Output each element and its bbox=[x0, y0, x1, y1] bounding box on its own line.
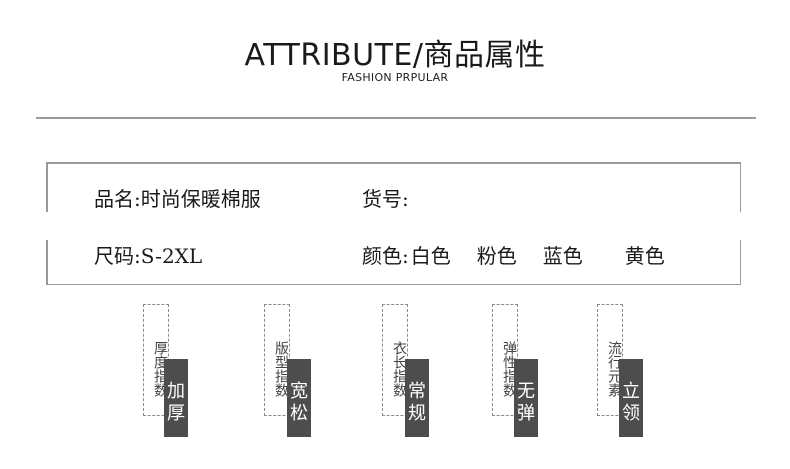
index-value: 常规 bbox=[405, 359, 429, 437]
index-value: 宽松 bbox=[287, 359, 311, 437]
product-code-label: 货号: bbox=[362, 187, 409, 211]
product-name-value: 时尚保暖棉服 bbox=[140, 187, 261, 211]
size-field: 尺码:S-2XL bbox=[94, 240, 202, 269]
index-value: 加厚 bbox=[164, 359, 188, 437]
color-label: 颜色: bbox=[362, 244, 409, 268]
page-title: ATTRIBUTE/商品属性 bbox=[244, 38, 546, 73]
color-field: 颜色:白色 粉色 蓝色 黄色 bbox=[362, 240, 665, 269]
index-value: 无弹 bbox=[514, 359, 538, 437]
color-option-white: 白色 bbox=[410, 244, 451, 268]
attribute-box: 品名:时尚保暖棉服 货号: 尺码:S-2XL 颜色:白色 粉色 蓝色 黄色 bbox=[46, 162, 741, 285]
header-divider bbox=[36, 117, 756, 119]
product-name-label: 品名: bbox=[94, 187, 141, 211]
size-label: 尺码: bbox=[94, 244, 141, 268]
product-code-field: 货号: bbox=[362, 183, 409, 212]
box-border-top bbox=[46, 162, 741, 164]
box-border-right-lower bbox=[739, 240, 741, 285]
color-option-blue: 蓝色 bbox=[542, 244, 583, 268]
box-border-right-upper bbox=[739, 162, 741, 212]
color-option-yellow: 黄色 bbox=[624, 244, 665, 268]
page-subtitle: FASHION PRPULAR bbox=[341, 71, 449, 84]
color-option-pink: 粉色 bbox=[476, 244, 517, 268]
box-border-left-lower bbox=[46, 240, 48, 285]
index-value: 立领 bbox=[619, 359, 643, 437]
product-name-field: 品名:时尚保暖棉服 bbox=[94, 183, 261, 212]
box-border-left-upper bbox=[46, 162, 48, 212]
box-border-bottom bbox=[46, 283, 741, 285]
size-value: S-2XL bbox=[140, 244, 203, 268]
